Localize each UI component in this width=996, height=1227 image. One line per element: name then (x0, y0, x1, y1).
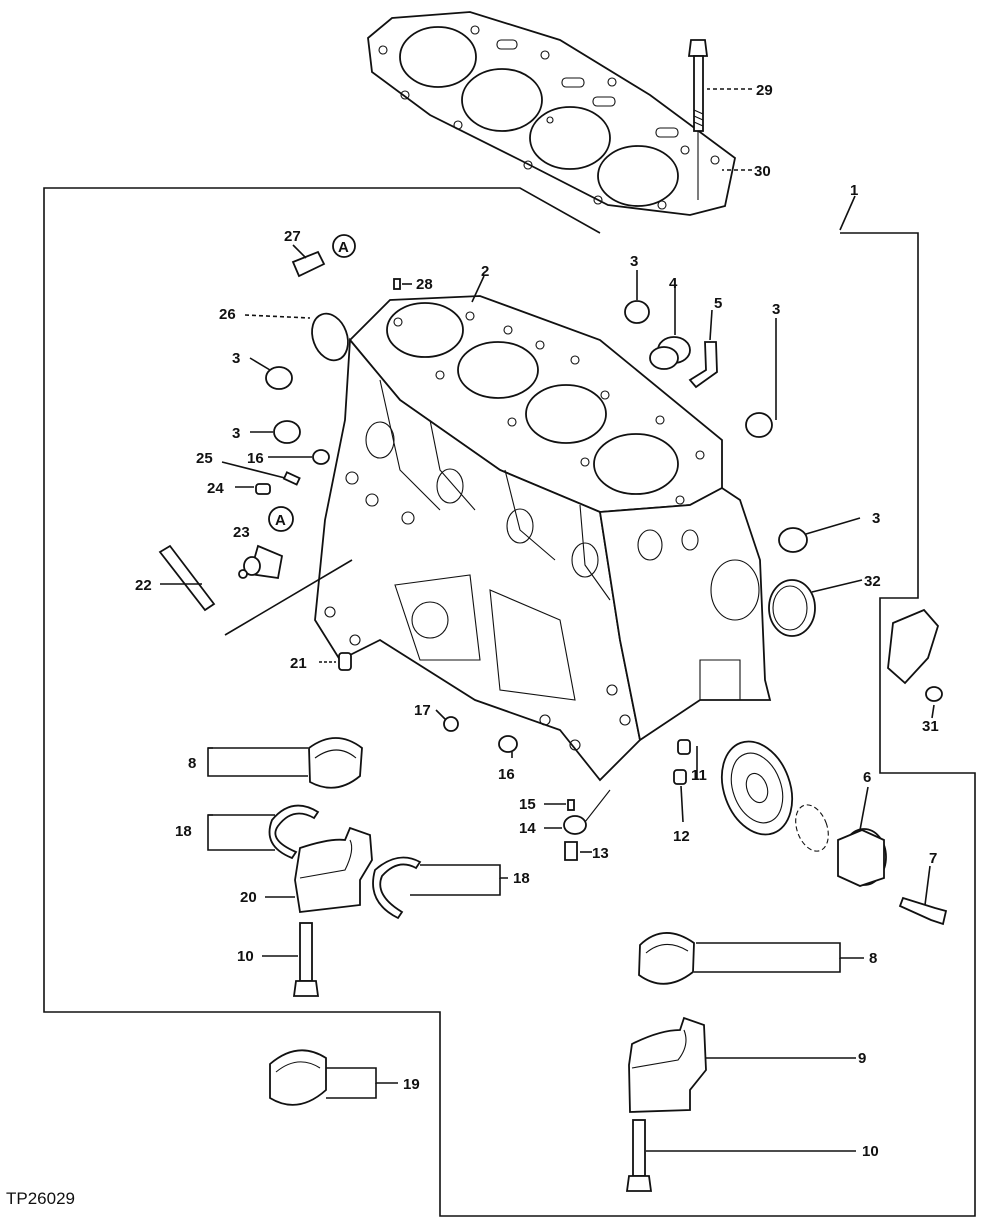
plug-26 (311, 312, 349, 362)
callout-3-b: 3 (232, 350, 240, 367)
callout-25: 25 (196, 450, 213, 467)
callout-marker-a-lower: A (275, 512, 286, 529)
dowel-12 (673, 769, 687, 785)
callout-15: 15 (519, 796, 536, 813)
cap-bolt-10-upper (292, 922, 320, 997)
seal-32 (768, 579, 816, 637)
callout-3-a: 3 (630, 253, 638, 270)
thrust-washer-18-lower (372, 856, 422, 920)
callout-29: 29 (756, 82, 773, 99)
elbow-5 (688, 341, 718, 389)
cover-31 (887, 608, 940, 685)
callout-7: 7 (929, 850, 937, 867)
callout-17: 17 (414, 702, 431, 719)
callout-16-b: 16 (498, 766, 515, 783)
callout-22: 22 (135, 577, 152, 594)
callout-4: 4 (669, 275, 678, 292)
callout-18-a: 18 (175, 823, 192, 840)
bearing-shell-8-lower (638, 932, 695, 985)
callout-19: 19 (403, 1076, 420, 1093)
callout-27: 27 (284, 228, 301, 245)
callout-14: 14 (519, 820, 536, 837)
bearing-19 (269, 1049, 327, 1106)
leader-lines (160, 88, 935, 1152)
callout-3-d: 3 (232, 425, 240, 442)
head-bolt (687, 39, 709, 200)
dowel-upper (677, 739, 691, 755)
plug-31 (925, 686, 943, 702)
bolt-7 (898, 896, 948, 926)
callout-31: 31 (922, 718, 939, 735)
cap-bolt-10-lower (625, 1119, 653, 1192)
callout-3-c: 3 (772, 301, 780, 318)
callout-2: 2 (481, 263, 489, 280)
callout-10-a: 10 (237, 948, 254, 965)
head-gasket (367, 11, 736, 216)
bearing-cap-9 (628, 1016, 707, 1113)
callout-3-e: 3 (872, 510, 880, 527)
oil-jet-assembly (563, 789, 611, 861)
callout-16-a: 16 (247, 450, 264, 467)
pin-25 (282, 471, 301, 486)
dowel-21 (338, 652, 352, 671)
bearing-cap-20 (294, 826, 373, 913)
plug-16-upper (312, 449, 330, 465)
oil-sender-23 (238, 544, 284, 580)
expansion-plugs (265, 300, 808, 553)
plug-4 (649, 336, 691, 370)
tube-22 (158, 544, 216, 612)
callout-21: 21 (290, 655, 307, 672)
gear-11 (721, 740, 829, 852)
callout-26: 26 (219, 306, 236, 323)
callout-6: 6 (863, 769, 871, 786)
callout-24: 24 (207, 480, 224, 497)
callout-23: 23 (233, 524, 250, 541)
callout-labels: 1 2 3 3 3 3 3 4 5 6 7 8 8 9 10 10 11 12 … (135, 82, 939, 1160)
callout-30: 30 (754, 163, 771, 180)
housing-6 (837, 828, 887, 887)
kit-outline (43, 187, 976, 1217)
figure-id: TP26029 (6, 1189, 75, 1208)
pin-28 (393, 278, 401, 290)
callout-1: 1 (850, 182, 858, 199)
callout-13: 13 (592, 845, 609, 862)
callout-9: 9 (858, 1050, 866, 1067)
callout-20: 20 (240, 889, 257, 906)
callout-12: 12 (673, 828, 690, 845)
thrust-washer-18-upper (268, 804, 320, 860)
plug-16-lower (498, 735, 518, 753)
callout-32: 32 (864, 573, 881, 590)
callout-8-b: 8 (869, 950, 877, 967)
bearing-shell-8-upper (308, 737, 363, 789)
plug-17 (443, 716, 459, 732)
callout-a-lower-circle (268, 506, 294, 532)
callout-18-b: 18 (513, 870, 530, 887)
callout-5: 5 (714, 295, 722, 312)
callout-10-b: 10 (862, 1143, 879, 1160)
callout-marker-a-upper: A (338, 239, 349, 256)
callout-28: 28 (416, 276, 433, 293)
callout-11: 11 (691, 767, 707, 784)
pin-24 (255, 483, 271, 495)
cylinder-block (314, 295, 772, 782)
callout-8-a: 8 (188, 755, 196, 772)
plug-27 (291, 234, 356, 278)
